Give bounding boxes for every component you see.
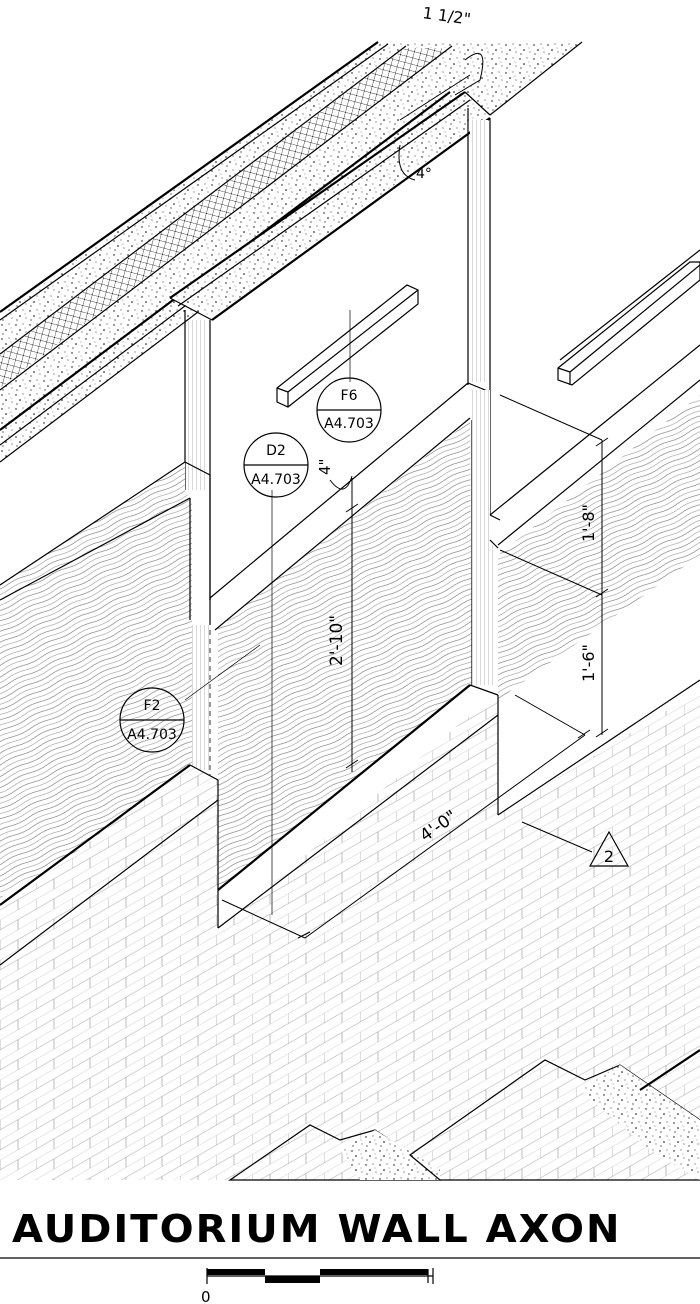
detail-tag-d2: D2 A4.703: [243, 432, 309, 498]
detail-tag-f6-sheet: A4.703: [324, 416, 374, 432]
drawing-title: AUDITORIUM WALL AXON: [12, 1208, 622, 1252]
blocking-left: [276, 284, 419, 408]
dimension-angle: 4°: [398, 144, 432, 182]
dimension-panel-height: 2'-10": [327, 478, 359, 772]
brick-base: [0, 679, 700, 1180]
scale-bar-zero: 0: [201, 1288, 211, 1304]
detail-tag-d2-detail: D2: [266, 443, 286, 459]
detail-tag-f6: F6 A4.703: [316, 377, 382, 443]
dim-lower-height-label: 1'-6": [579, 644, 598, 682]
keynote-triangle: 2: [588, 830, 630, 867]
dimension-cap: 4": [316, 459, 353, 490]
stairs: [228, 1049, 700, 1181]
right-edge-line: [559, 249, 700, 361]
detail-tag-f2-detail: F2: [144, 698, 161, 714]
keynote-leader: [521, 821, 593, 853]
scale-bar: 0: [201, 1268, 434, 1304]
dim-upper-height-label: 1'-8": [579, 504, 598, 542]
dimension-upper-height: 1'-8": [499, 394, 609, 598]
dim-cap-label: 4": [316, 459, 334, 475]
detail-tag-f2: F2 A4.703: [119, 687, 185, 753]
wood-panel-right: [472, 344, 700, 700]
detail-tag-f2-sheet: A4.703: [127, 727, 177, 743]
detail-tag-f6-detail: F6: [341, 388, 358, 404]
dim-top-offset-label: 1 1/2": [421, 3, 472, 29]
f2-leader: [184, 644, 261, 701]
dim-angle-label: 4°: [416, 166, 432, 182]
dimension-lower-height: 1'-6": [499, 549, 609, 738]
ceiling-band: [0, 41, 582, 463]
blocking-right: [557, 261, 700, 386]
keynote-label: 2: [604, 847, 614, 866]
dim-panel-height-label: 2'-10": [327, 615, 347, 666]
detail-tag-d2-sheet: A4.703: [251, 472, 301, 488]
pier-cap: [169, 41, 583, 321]
